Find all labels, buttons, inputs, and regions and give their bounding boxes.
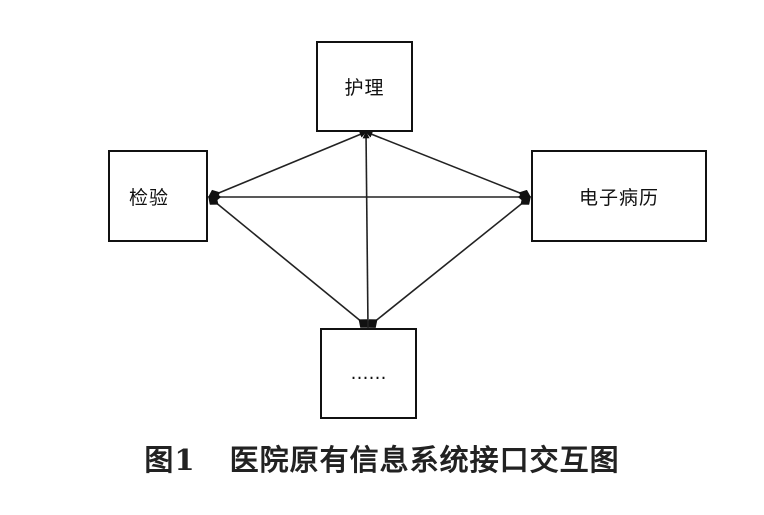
node-nursing-label: 护理 bbox=[344, 77, 385, 99]
edge-other-nursing bbox=[362, 131, 370, 328]
node-emr-label: 电子病历 bbox=[578, 186, 659, 209]
node-nursing: 护理 bbox=[316, 41, 413, 132]
node-emr: 电子病历 bbox=[531, 150, 707, 242]
edge-lab-other bbox=[208, 196, 369, 328]
node-lab: 检验 bbox=[108, 150, 208, 242]
edge-lab-nursing bbox=[207, 131, 367, 200]
node-other-label: …… bbox=[350, 363, 387, 384]
edge-emr-other bbox=[367, 196, 531, 328]
figure-caption: 图1 医院原有信息系统接口交互图 bbox=[0, 437, 764, 479]
figure-number: 图1 bbox=[144, 443, 196, 477]
node-other: …… bbox=[320, 328, 417, 419]
figure-title: 医院原有信息系统接口交互图 bbox=[229, 443, 620, 477]
edge-emr-nursing bbox=[365, 131, 532, 201]
node-lab-label: 检验 bbox=[128, 186, 169, 209]
